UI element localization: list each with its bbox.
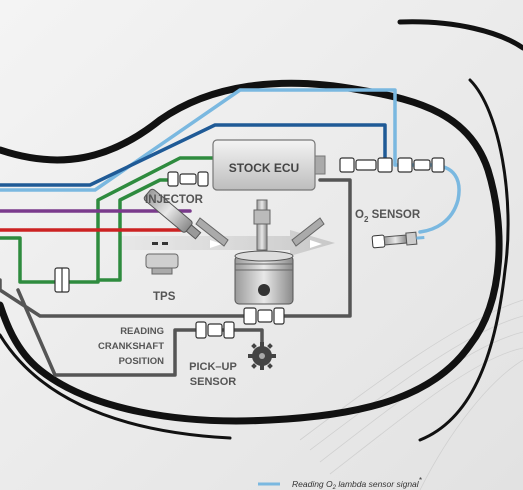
connector-icon <box>397 157 445 173</box>
tps-icon <box>145 242 179 275</box>
legend: Reading O2 lambda sensor signal* <box>258 476 423 490</box>
ecu-label: STOCK ECU <box>229 161 299 175</box>
injector-label: INJECTOR <box>145 194 204 206</box>
connector-icon <box>339 157 393 173</box>
wire-green <box>0 156 217 284</box>
airflow-arrow <box>120 230 335 256</box>
legend-text: Reading O2 lambda sensor signal* <box>292 476 423 490</box>
connector-icon <box>167 171 209 187</box>
pickup-gear-icon <box>248 342 276 370</box>
wire-gray-loop <box>0 278 250 318</box>
wire-gray-pickup <box>16 288 202 377</box>
o2-sensor-label-sub: 2 <box>364 215 369 224</box>
connector-icon <box>54 267 70 293</box>
connectors <box>54 157 445 339</box>
tps-label: TPS <box>153 291 176 303</box>
reading-label-line2: CRANKSHAFT <box>98 341 164 352</box>
legend-text-prefix: Reading O <box>292 479 333 489</box>
wire-green-injector <box>96 178 172 282</box>
o2-sensor-label-suffix: SENSOR <box>368 209 420 221</box>
reading-label-line3: POSITION <box>119 356 165 367</box>
legend-text-suffix: lambda sensor signal <box>336 479 420 489</box>
connector-icon <box>243 307 285 325</box>
legend-text-sub: 2 <box>332 485 337 490</box>
stock-ecu: STOCK ECU <box>212 139 326 191</box>
wire-gray-pickup2 <box>220 328 264 347</box>
o2-sensor-label: O2 SENSOR <box>355 209 421 224</box>
pickup-label-line2: SENSOR <box>190 376 237 388</box>
o2-sensor-icon <box>371 231 425 249</box>
wire-dark-blue <box>0 123 387 187</box>
wire-gray-ecu <box>278 178 352 318</box>
engine-outline <box>0 19 523 442</box>
reading-label-line1: READING <box>120 326 164 337</box>
airflow-arrow-heads <box>210 240 322 248</box>
legend-asterisk: * <box>419 476 423 485</box>
connector-icon <box>195 321 235 339</box>
o2-sensor-label-prefix: O <box>355 209 364 221</box>
injector-icon <box>143 188 202 240</box>
piston-icon <box>195 199 325 305</box>
pickup-label-line1: PICK–UP <box>189 361 237 373</box>
